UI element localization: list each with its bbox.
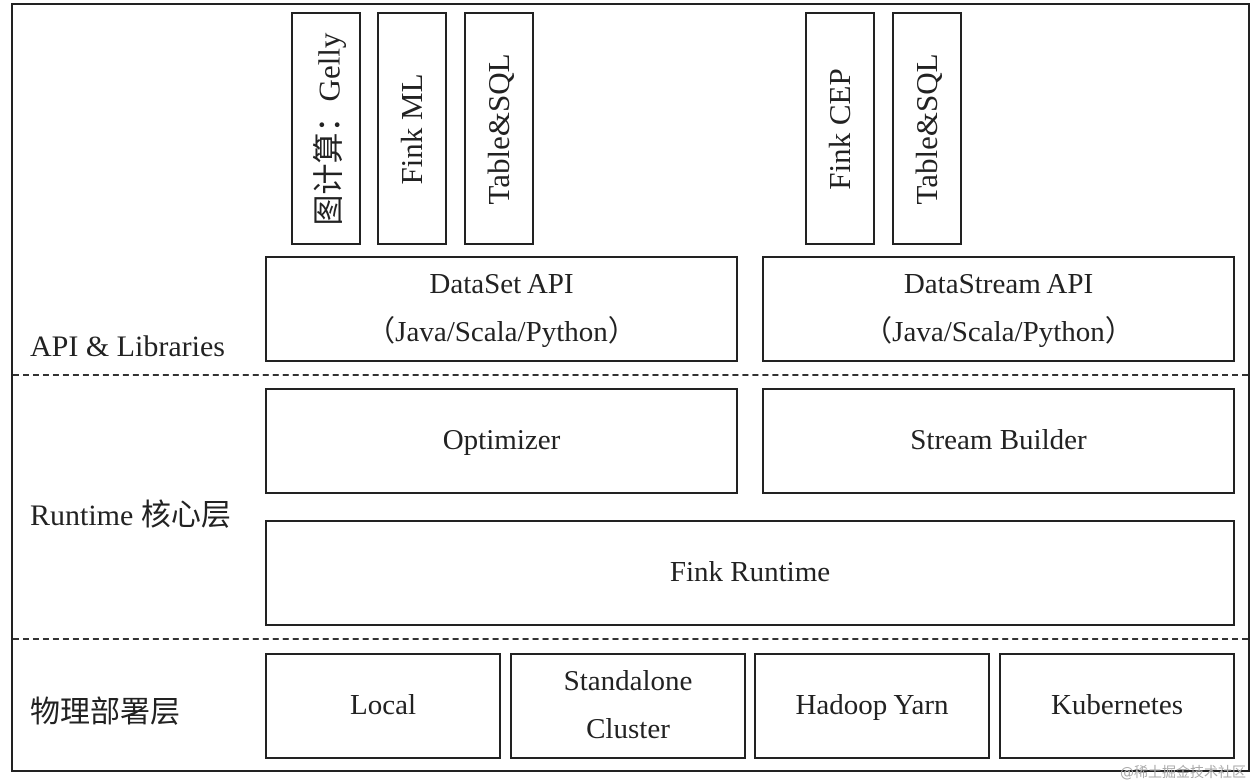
- architecture-frame: [11, 3, 1250, 772]
- watermark: @稀土掘金技术社区: [1120, 765, 1246, 781]
- deploy-local-label: Local: [349, 689, 416, 722]
- library-gelly: 图计算：Gelly: [291, 12, 361, 245]
- library-table-sql-batch: Table&SQL: [464, 12, 534, 245]
- fink-runtime-label: Fink Runtime: [669, 556, 831, 589]
- layer-divider-runtime-deploy: [13, 638, 1248, 640]
- deploy-yarn-label: Hadoop Yarn: [795, 689, 949, 722]
- dataset-api-title: DataSet API: [429, 268, 574, 301]
- stream-builder-label: Stream Builder: [910, 424, 1087, 457]
- deploy-local-box: Local: [265, 653, 501, 759]
- dataset-api-box: DataSet API （Java/Scala/Python）: [265, 256, 738, 362]
- layer-label-deploy: 物理部署层: [30, 696, 180, 729]
- library-gelly-label: 图计算：Gelly: [311, 32, 347, 225]
- fink-runtime-box: Fink Runtime: [265, 520, 1235, 626]
- library-fink-ml-label: Fink ML: [394, 72, 429, 185]
- layer-divider-api-runtime: [13, 374, 1248, 376]
- deploy-standalone-label-line2: Cluster: [586, 713, 670, 745]
- deploy-standalone-label-line1: Standalone: [563, 665, 693, 698]
- datastream-api-languages: （Java/Scala/Python）: [863, 316, 1134, 348]
- deploy-standalone-box: Standalone Cluster: [510, 653, 746, 759]
- optimizer-label: Optimizer: [442, 424, 561, 457]
- datastream-api-box: DataStream API （Java/Scala/Python）: [762, 256, 1235, 362]
- deploy-kubernetes-box: Kubernetes: [999, 653, 1235, 759]
- library-table-sql-batch-label: Table&SQL: [481, 52, 516, 205]
- library-fink-ml: Fink ML: [377, 12, 447, 245]
- layer-label-api: API & Libraries: [30, 330, 225, 363]
- deploy-kubernetes-label: Kubernetes: [1050, 689, 1184, 722]
- datastream-api-title: DataStream API: [903, 268, 1094, 301]
- deploy-yarn-box: Hadoop Yarn: [754, 653, 990, 759]
- library-table-sql-stream-label: Table&SQL: [909, 52, 944, 205]
- layer-label-runtime: Runtime 核心层: [30, 499, 231, 532]
- library-table-sql-stream: Table&SQL: [892, 12, 962, 245]
- optimizer-box: Optimizer: [265, 388, 738, 494]
- library-fink-cep-label: Fink CEP: [822, 67, 857, 190]
- stream-builder-box: Stream Builder: [762, 388, 1235, 494]
- library-fink-cep: Fink CEP: [805, 12, 875, 245]
- dataset-api-languages: （Java/Scala/Python）: [366, 316, 637, 348]
